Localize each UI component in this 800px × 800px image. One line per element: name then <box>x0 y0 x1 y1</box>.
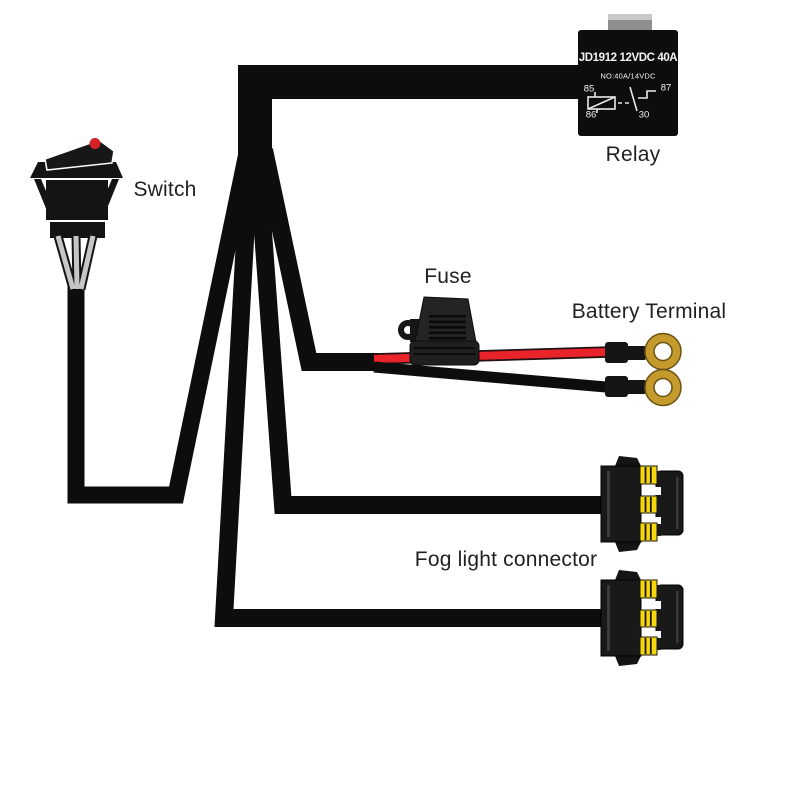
switch-terminals <box>53 234 98 291</box>
contact-87-symbol <box>638 90 656 99</box>
fuse-feed-wire <box>255 148 379 371</box>
fog-light-connector-2 <box>600 569 684 667</box>
fog-connector-label: Fog light connector <box>414 548 598 571</box>
trunk-horizontal <box>238 65 582 99</box>
switch-label: Switch <box>133 178 197 201</box>
fuse-cap <box>414 296 477 343</box>
relay-pin-85: 85 <box>583 83 595 95</box>
battery-terminals <box>605 332 682 407</box>
positive-ring-hole <box>653 341 673 362</box>
fuse-base-ribs <box>414 347 475 355</box>
negative-ring-hole <box>653 377 673 398</box>
fog1-wire <box>248 149 601 514</box>
relay-tab <box>608 20 652 32</box>
relay-pin-86: 86 <box>585 109 597 121</box>
battery-terminal-label: Battery Terminal <box>571 300 727 323</box>
switch-body-lower <box>50 222 105 238</box>
coil-symbol <box>587 96 616 110</box>
negative-crimp <box>605 376 628 397</box>
armature-symbol <box>629 86 638 112</box>
rocker-switch <box>30 138 123 291</box>
relay-label: Relay <box>605 143 661 166</box>
fog2-wire <box>214 149 601 627</box>
relay-part-number: JD1912 12VDC 40A <box>578 52 678 64</box>
relay-rating: NO:40A/14VDC <box>600 71 656 81</box>
switch-body <box>46 180 108 220</box>
positive-crimp <box>605 342 628 363</box>
relay-pinout-schematic <box>587 86 656 113</box>
fuse-label: Fuse <box>424 265 472 288</box>
relay-unit <box>578 14 678 136</box>
switch-indicator-led <box>89 138 101 149</box>
inline-fuse-holder <box>398 296 480 366</box>
switch-wire <box>67 151 256 504</box>
fuse-cap-ribs <box>429 315 466 340</box>
trunk-vertical <box>238 65 272 160</box>
negative-crimp-neck <box>626 380 646 394</box>
fog-light-connector-1 <box>600 455 684 553</box>
relay-tab-top <box>608 14 652 21</box>
positive-crimp-neck <box>626 346 646 360</box>
relay-pin-87: 87 <box>660 82 672 94</box>
relay-pin-30: 30 <box>638 109 650 121</box>
harness-wires <box>67 148 601 627</box>
ground-wire-black <box>373 361 607 393</box>
fuse-loop-stem <box>410 319 421 342</box>
